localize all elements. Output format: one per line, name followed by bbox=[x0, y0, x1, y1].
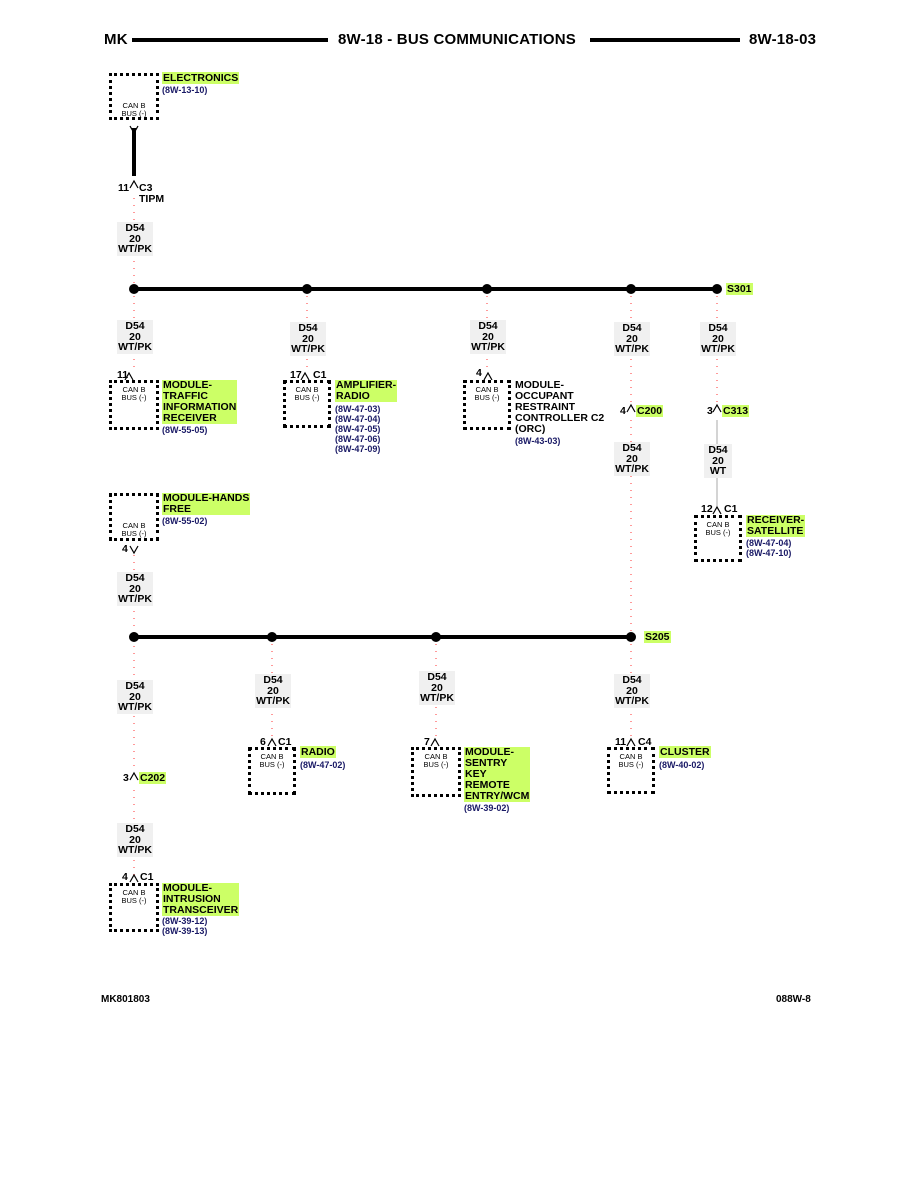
header-rule-left bbox=[132, 38, 328, 42]
can-label: CAN B bbox=[295, 385, 319, 394]
orc-connector-box: CAN B BUS (-) bbox=[463, 380, 511, 430]
splice-s301: S301 bbox=[726, 283, 753, 295]
electronics-connector-box: CAN B BUS (-) bbox=[109, 73, 159, 120]
sentry-pin: 7 bbox=[424, 736, 430, 748]
c313-pin: 3 bbox=[707, 405, 713, 417]
bus-label: BUS (-) bbox=[294, 393, 320, 402]
can-label: CAN B bbox=[619, 752, 643, 761]
cluster-pin: 11 bbox=[615, 736, 627, 748]
can-label: CAN B bbox=[122, 385, 146, 394]
ref-sentry: (8W-39-02) bbox=[464, 803, 510, 813]
module-cluster-label: CLUSTER bbox=[659, 746, 711, 758]
ref-radio: (8W-47-02) bbox=[300, 760, 346, 770]
can-label: CAN B bbox=[475, 385, 499, 394]
can-label: CAN B bbox=[260, 752, 284, 761]
module-radio-label: RADIO bbox=[300, 746, 336, 758]
ref-handsfree: (8W-55-02) bbox=[162, 516, 208, 526]
header-rule-right bbox=[590, 38, 740, 42]
radio-connector-box: CAN B BUS (-) bbox=[248, 747, 296, 795]
splice-s205: S205 bbox=[644, 631, 671, 643]
ref-orc: (8W-43-03) bbox=[515, 436, 561, 446]
page-title: 8W-18 - BUS COMMUNICATIONS bbox=[338, 31, 576, 48]
module-amplifier-label: AMPLIFIER-RADIO bbox=[335, 379, 398, 402]
bus-label: BUS (-) bbox=[474, 393, 500, 402]
sentry-connector-box: CAN B BUS (-) bbox=[411, 747, 461, 797]
ref-amplifier: (8W-47-03)(8W-47-04)(8W-47-05)(8W-47-06)… bbox=[335, 404, 381, 454]
bus-label: BUS (-) bbox=[259, 760, 285, 769]
bus-label: BUS (-) bbox=[121, 529, 147, 538]
satellite-connector: C1 bbox=[724, 503, 738, 515]
page-header-left: MK bbox=[104, 31, 128, 48]
c202-pin: 3 bbox=[123, 772, 129, 784]
bus-label: BUS (-) bbox=[705, 528, 731, 537]
satellite-pin: 12 bbox=[701, 503, 713, 515]
ref-electronics: (8W-13-10) bbox=[162, 85, 208, 95]
c313-connector: C313 bbox=[722, 405, 750, 417]
bus-label: BUS (-) bbox=[121, 896, 147, 905]
can-label: CAN B bbox=[122, 888, 146, 897]
intrusion-pin: 4 bbox=[122, 871, 128, 883]
amplifier-pin: 17 bbox=[290, 369, 302, 381]
c202-connector: C202 bbox=[139, 772, 167, 784]
radio-pin: 6 bbox=[260, 736, 266, 748]
connector-chevrons bbox=[124, 125, 722, 883]
can-label: CAN B bbox=[122, 101, 146, 110]
handsfree-pin: 4 bbox=[122, 543, 128, 555]
module-satellite-label: RECEIVER-SATELLITE bbox=[746, 514, 806, 537]
intrusion-connector: C1 bbox=[140, 871, 154, 883]
page-number: 8W-18-03 bbox=[749, 31, 817, 48]
ref-traffic: (8W-55-05) bbox=[162, 425, 208, 435]
footer-left: MK801803 bbox=[101, 994, 150, 1005]
footer-right: 088W-8 bbox=[776, 994, 811, 1005]
c200-pin: 4 bbox=[620, 405, 626, 417]
cluster-connector-box: CAN B BUS (-) bbox=[607, 747, 655, 794]
c3-tipm: TIPM bbox=[139, 193, 165, 205]
c3-connector: C3 bbox=[139, 182, 153, 194]
can-label: CAN B bbox=[122, 521, 146, 530]
bus-label: BUS (-) bbox=[423, 760, 449, 769]
amplifier-connector-box: CAN B BUS (-) bbox=[283, 380, 331, 428]
handsfree-connector-box: CAN B BUS (-) bbox=[109, 493, 159, 541]
ref-cluster: (8W-40-02) bbox=[659, 760, 705, 770]
bus-label: BUS (-) bbox=[618, 760, 644, 769]
ref-intrusion: (8W-39-12)(8W-39-13) bbox=[162, 916, 208, 936]
c3-pin: 11 bbox=[118, 182, 130, 194]
intrusion-connector-box: CAN B BUS (-) bbox=[109, 883, 159, 932]
bus-label: BUS (-) bbox=[121, 109, 147, 118]
radio-connector: C1 bbox=[278, 736, 292, 748]
satellite-connector-box: CAN B BUS (-) bbox=[694, 515, 742, 562]
orc-pin: 4 bbox=[476, 367, 482, 379]
c200-connector: C200 bbox=[636, 405, 664, 417]
amplifier-connector: C1 bbox=[313, 369, 327, 381]
splice-dots bbox=[129, 284, 722, 642]
module-electronics-label: ELECTRONICS bbox=[162, 72, 240, 84]
can-label: CAN B bbox=[706, 520, 730, 529]
cluster-connector: C4 bbox=[638, 736, 652, 748]
can-label: CAN B bbox=[424, 752, 448, 761]
traffic-pin: 11 bbox=[117, 369, 129, 381]
bus-label: BUS (-) bbox=[121, 393, 147, 402]
traffic-connector-box: CAN B BUS (-) bbox=[109, 380, 159, 430]
ref-satellite: (8W-47-04)(8W-47-10) bbox=[746, 538, 792, 558]
